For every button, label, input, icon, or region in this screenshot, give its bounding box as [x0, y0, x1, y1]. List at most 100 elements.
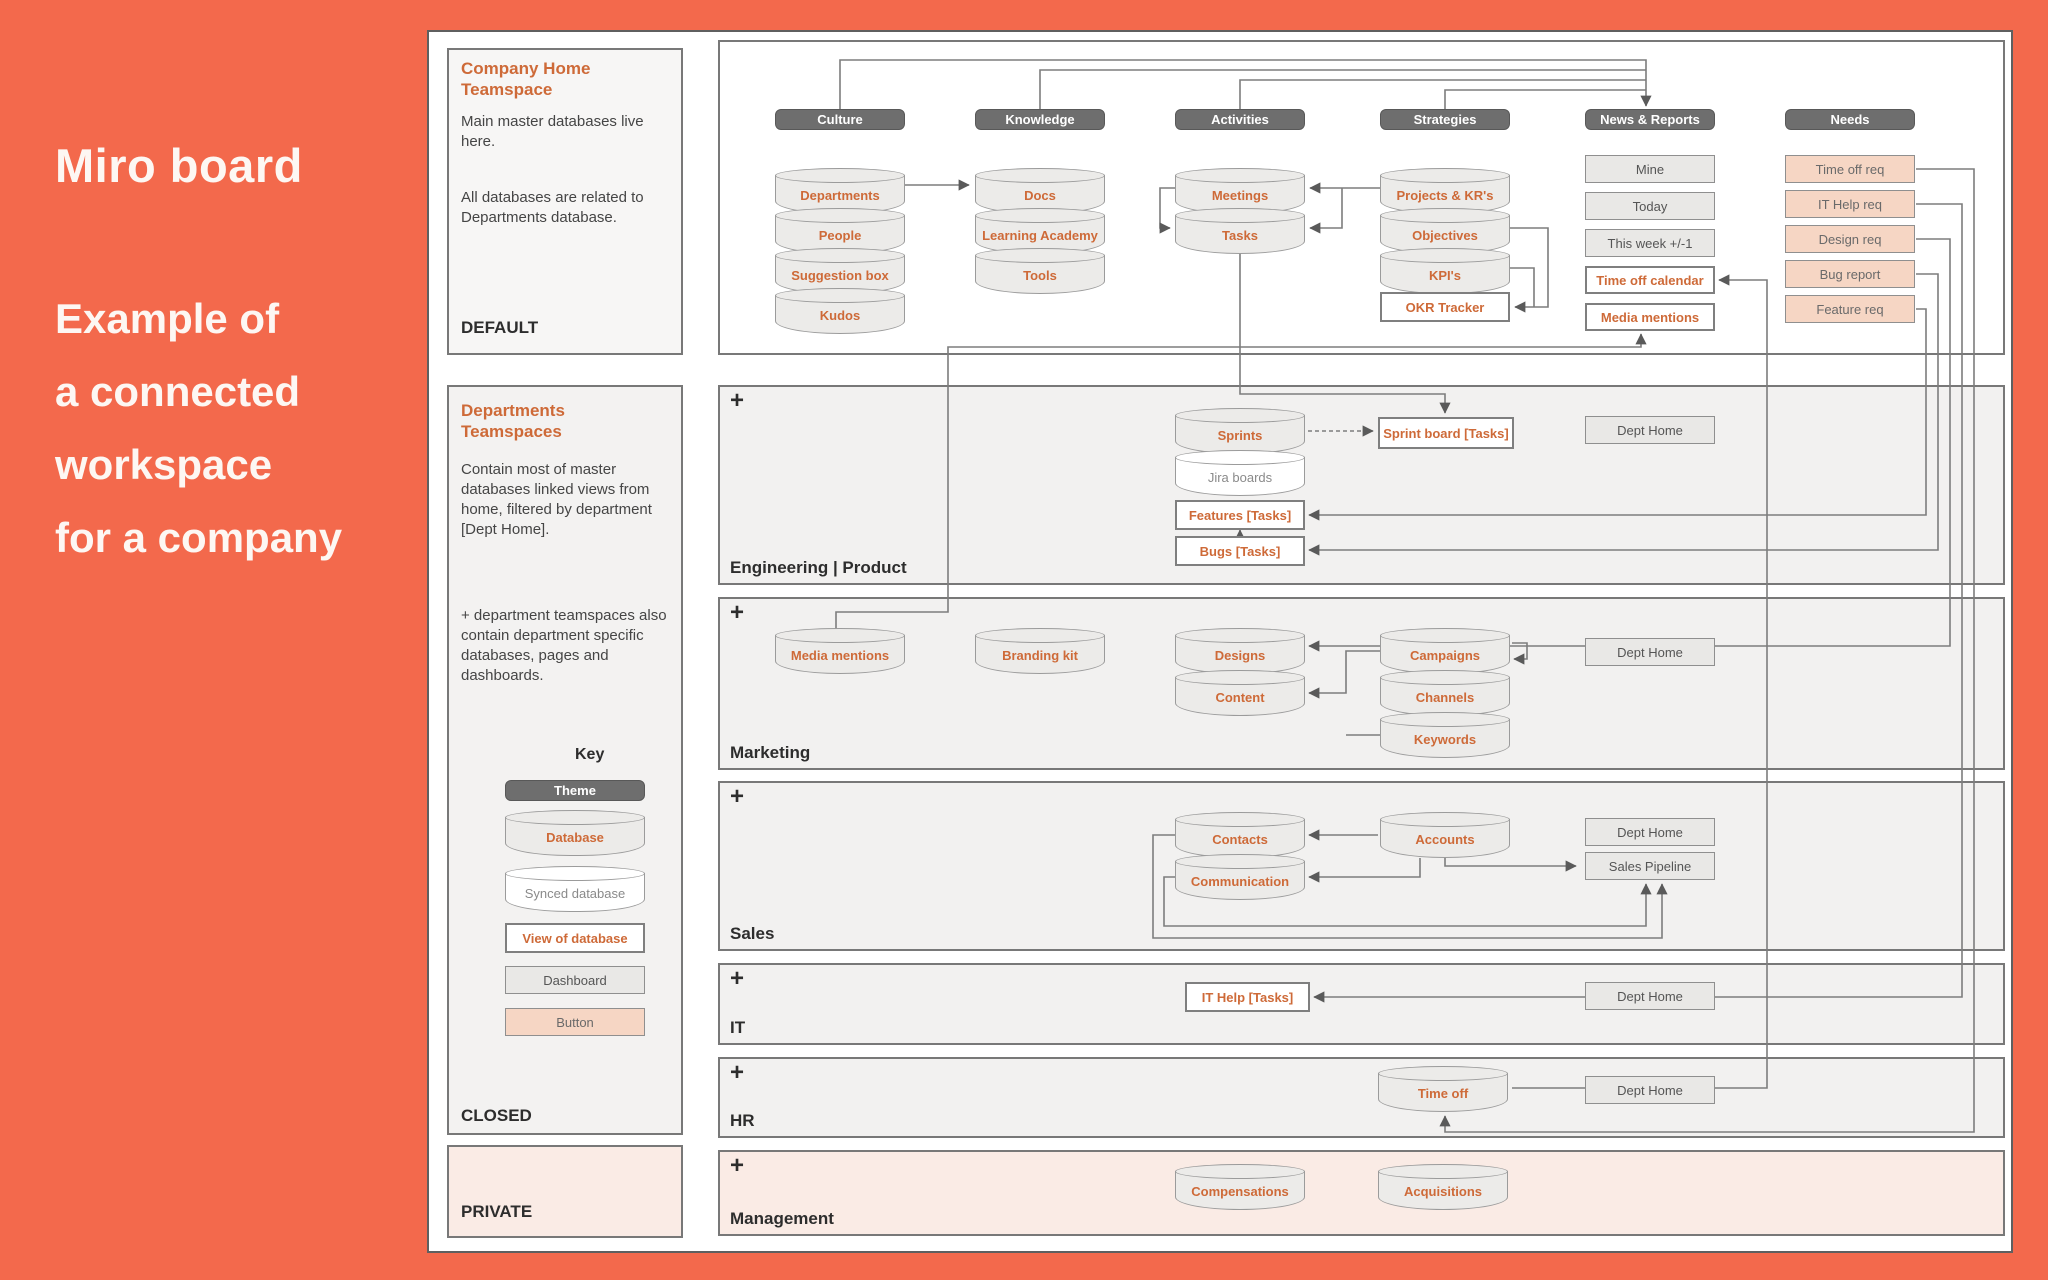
database-content[interactable]: Content — [1175, 670, 1305, 716]
plus-icon[interactable]: + — [730, 1059, 745, 1086]
dashboard-sales-pipeline[interactable]: Sales Pipeline — [1585, 852, 1715, 880]
synced-database-jira-boards[interactable]: Jira boards — [1175, 450, 1305, 496]
theme-needs[interactable]: Needs — [1785, 109, 1915, 130]
database-people[interactable]: People — [775, 208, 905, 254]
key-dashboard-box[interactable]: Dashboard — [505, 966, 645, 994]
key-dashboard-label: Dashboard — [543, 972, 607, 988]
key-theme-label: Theme — [554, 783, 596, 798]
view-label: Sprint board [Tasks] — [1383, 425, 1509, 441]
database-tasks[interactable]: Tasks — [1175, 208, 1305, 254]
database-label: Time off — [1417, 1086, 1469, 1101]
database-kudos[interactable]: Kudos — [775, 288, 905, 334]
view-time-off-calendar[interactable]: Time off calendar — [1585, 266, 1715, 294]
database-campaigns[interactable]: Campaigns — [1380, 628, 1510, 674]
key-database-cylinder[interactable]: Database — [505, 810, 645, 856]
button-time-off-req[interactable]: Time off req — [1785, 155, 1915, 183]
database-label: Meetings — [1211, 188, 1269, 203]
dashboard-dept-home-it[interactable]: Dept Home — [1585, 982, 1715, 1010]
theme-activities[interactable]: Activities — [1175, 109, 1305, 130]
frame-marketing[interactable]: + Marketing — [718, 597, 2005, 770]
database-time-off[interactable]: Time off — [1378, 1066, 1508, 1112]
dashboard-today[interactable]: Today — [1585, 192, 1715, 220]
theme-knowledge[interactable]: Knowledge — [975, 109, 1105, 130]
database-communication[interactable]: Communication — [1175, 854, 1305, 900]
key-theme-pill[interactable]: Theme — [505, 780, 645, 801]
panel-company-home-teamspace[interactable] — [447, 48, 683, 355]
theme-news-reports[interactable]: News & Reports — [1585, 109, 1715, 130]
key-view-box[interactable]: View of database — [505, 923, 645, 953]
dashboard-dept-home-hr[interactable]: Dept Home — [1585, 1076, 1715, 1104]
subtitle-line: Example of — [55, 295, 280, 342]
database-keywords[interactable]: Keywords — [1380, 712, 1510, 758]
view-it-help-tasks[interactable]: IT Help [Tasks] — [1185, 982, 1310, 1012]
theme-culture[interactable]: Culture — [775, 109, 905, 130]
database-departments[interactable]: Departments — [775, 168, 905, 214]
page-subtitle: Example of a connected workspace for a c… — [55, 282, 342, 574]
frame-engineering[interactable]: + Engineering | Product — [718, 385, 2005, 585]
frame-it[interactable]: + IT — [718, 963, 2005, 1045]
theme-label: Knowledge — [1005, 112, 1075, 127]
database-label: Content — [1215, 690, 1265, 705]
key-button-box[interactable]: Button — [505, 1008, 645, 1036]
theme-label: News & Reports — [1600, 112, 1700, 127]
database-media-mentions[interactable]: Media mentions — [775, 628, 905, 674]
button-label: Design req — [1818, 231, 1882, 247]
theme-label: Strategies — [1413, 112, 1477, 127]
plus-icon[interactable]: + — [730, 599, 745, 626]
database-label: Designs — [1214, 648, 1266, 663]
database-channels[interactable]: Channels — [1380, 670, 1510, 716]
button-label: Bug report — [1819, 266, 1881, 282]
theme-label: Activities — [1211, 112, 1269, 127]
plus-icon[interactable]: + — [730, 965, 745, 992]
view-okr-tracker[interactable]: OKR Tracker — [1380, 292, 1510, 322]
view-label: Media mentions — [1600, 309, 1700, 325]
database-sprints[interactable]: Sprints — [1175, 408, 1305, 454]
dashboard-label: Dept Home — [1617, 824, 1683, 840]
plus-icon[interactable]: + — [730, 783, 745, 810]
database-label: Departments — [800, 188, 880, 203]
database-label: Sprints — [1217, 428, 1263, 443]
dashboard-this-week[interactable]: This week +/-1 — [1585, 229, 1715, 257]
database-tools[interactable]: Tools — [975, 248, 1105, 294]
view-label: Time off calendar — [1596, 272, 1704, 288]
panel-body: + department teamspaces also contain dep… — [461, 607, 667, 684]
button-label: IT Help req — [1817, 196, 1883, 212]
plus-icon[interactable]: + — [730, 1152, 745, 1179]
theme-strategies[interactable]: Strategies — [1380, 109, 1510, 130]
panel-title: Departments Teamspaces — [461, 401, 565, 441]
dashboard-dept-home-engineering[interactable]: Dept Home — [1585, 416, 1715, 444]
database-kpis[interactable]: KPI's — [1380, 248, 1510, 294]
database-contacts[interactable]: Contacts — [1175, 812, 1305, 858]
database-label: Communication — [1190, 874, 1290, 889]
view-bugs-tasks[interactable]: Bugs [Tasks] — [1175, 536, 1305, 566]
view-media-mentions[interactable]: Media mentions — [1585, 303, 1715, 331]
dashboard-dept-home-marketing[interactable]: Dept Home — [1585, 638, 1715, 666]
button-feature-req[interactable]: Feature req — [1785, 295, 1915, 323]
frame-label: Sales — [730, 924, 775, 943]
database-label: Tools — [1023, 268, 1057, 283]
plus-icon[interactable]: + — [730, 387, 745, 414]
database-accounts[interactable]: Accounts — [1380, 812, 1510, 858]
key-synced-database-cylinder[interactable]: Synced database — [505, 866, 645, 912]
panel-private[interactable] — [447, 1145, 683, 1238]
frame-hr[interactable]: + HR — [718, 1057, 2005, 1138]
dashboard-mine[interactable]: Mine — [1585, 155, 1715, 183]
view-features-tasks[interactable]: Features [Tasks] — [1175, 500, 1305, 530]
panel-footer-default: DEFAULT — [461, 318, 539, 337]
database-branding-kit[interactable]: Branding kit — [975, 628, 1105, 674]
database-acquisitions[interactable]: Acquisitions — [1378, 1164, 1508, 1210]
database-label: Accounts — [1415, 832, 1475, 847]
dashboard-dept-home-sales[interactable]: Dept Home — [1585, 818, 1715, 846]
frame-label: Marketing — [730, 743, 811, 762]
view-sprint-board-tasks[interactable]: Sprint board [Tasks] — [1378, 417, 1514, 449]
frame-sales[interactable]: + Sales — [718, 781, 2005, 951]
database-compensations[interactable]: Compensations — [1175, 1164, 1305, 1210]
frame-management[interactable]: + Management — [718, 1150, 2005, 1236]
button-it-help-req[interactable]: IT Help req — [1785, 190, 1915, 218]
button-design-req[interactable]: Design req — [1785, 225, 1915, 253]
button-bug-report[interactable]: Bug report — [1785, 260, 1915, 288]
subtitle-line: for a company — [55, 514, 343, 561]
database-label: Projects & KR's — [1396, 188, 1494, 203]
database-designs[interactable]: Designs — [1175, 628, 1305, 674]
